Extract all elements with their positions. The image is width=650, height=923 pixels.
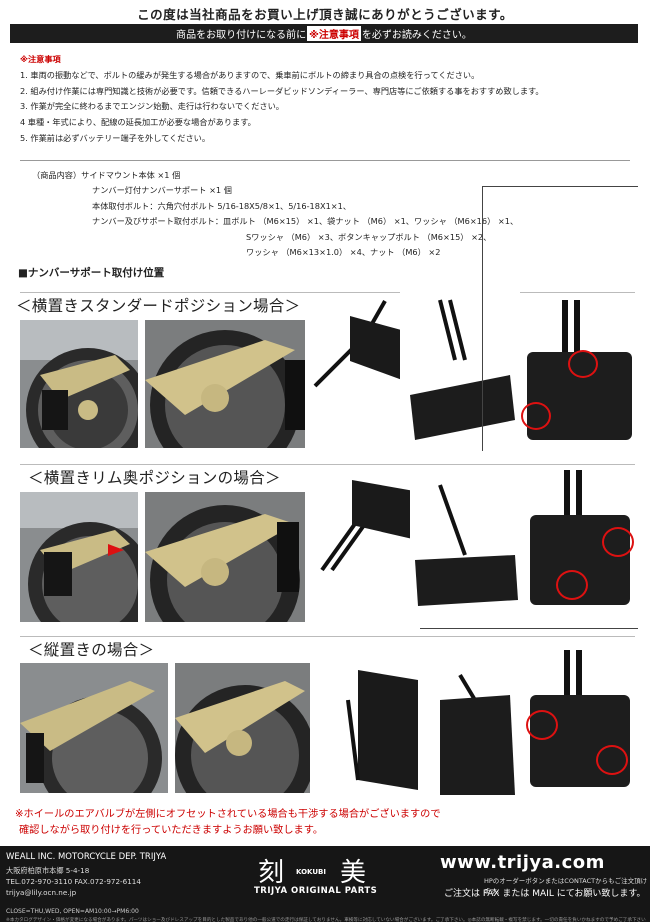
- caution-item: 3. 作業が完全に終わるまでエンジン始動、走行は行わないでください。: [20, 101, 284, 112]
- caution-block: ※注意事項 1. 車両の振動などで、ボルトの緩みが発生する場合がありますので、乗…: [20, 52, 635, 147]
- footnote-line: ※ホイールのエアバルブが左側にオフセットされている場合も干渉する場合がございます…: [15, 809, 441, 820]
- bike-photo-wide: [20, 492, 138, 622]
- contents-line: （商品内容）サイドマウント本体 ×1 個: [32, 170, 181, 180]
- logo-subtitle: TRIJYA ORIGINAL PARTS: [254, 886, 378, 896]
- highlight-circle: [568, 350, 598, 378]
- product-photo-plate: [410, 480, 520, 610]
- footer: WEALL INC. MOTORCYCLE DEP. TRIJYA 大阪府柏原市…: [0, 846, 650, 923]
- product-photo-plate: [430, 670, 525, 800]
- highlight-circle: [596, 745, 628, 775]
- product-photo-frame: [312, 470, 427, 580]
- logo-kokubi: KOKUBI: [296, 868, 326, 876]
- bike-photo-close: [175, 663, 310, 793]
- order-note: ご注文は FAX または MAIL にてお願い致します。: [444, 889, 646, 899]
- bike-photo-wide: [20, 320, 138, 448]
- highlight-circle: [521, 402, 551, 430]
- section-rule: [20, 292, 635, 293]
- website-link[interactable]: www.trijya.com: [440, 852, 605, 873]
- notice-bar: 商品をお取り付けになる前に ※注意事項 を必ずお読みください。: [10, 24, 638, 43]
- frame-line: [482, 186, 483, 451]
- caution-item: 1. 車両の振動などで、ボルトの緩みが発生する場合がありますので、乗車前にボルト…: [20, 69, 480, 80]
- frame-line: [482, 186, 638, 187]
- package-contents: （商品内容）サイドマウント本体 ×1 個 ナンバー灯付ナンバーサポート ×1 個…: [22, 168, 642, 260]
- footer-email: trijya@lily.ocn.ne.jp: [6, 888, 77, 897]
- section-title: ＜横置きスタンダードポジション場合＞: [16, 294, 305, 316]
- footer-company: WEALL INC. MOTORCYCLE DEP. TRIJYA: [6, 852, 167, 862]
- caution-item: 4 車種・年式により、配線の延長加工が必要な場合があります。: [20, 117, 256, 128]
- footer-hours: CLOSE=THU,WED, OPEN=AM10:00→PM6:00: [6, 908, 139, 915]
- section-heading: ■ナンバーサポート取付け位置: [18, 267, 165, 279]
- contents-line: 本体取付ボルト：六角穴付ボルト 5/16-18X5/8×1、5/16-18X1×…: [92, 200, 352, 211]
- bike-photo-wide: [20, 663, 168, 793]
- contents-line: Sワッシャ （M6） ×3、ボタンキャップボルト （M6×15） ×2、: [246, 231, 492, 242]
- section-rule: [20, 464, 635, 465]
- highlight-circle: [556, 570, 588, 600]
- logo-kanji: 美: [340, 858, 367, 888]
- contents-line: ナンバー及びサポート取付ボルト：皿ボルト （M6×15） ×1、袋ナット （M6…: [92, 216, 519, 227]
- bike-photo-close: [145, 320, 305, 448]
- caution-item: 2. 組み付け作業には専門知識と技術が必要です。信頼できるハーレーダビッドソンデ…: [20, 85, 544, 96]
- product-photo-frame: [310, 296, 410, 406]
- product-photo-plate: [400, 290, 520, 450]
- footnote: ※ホイールのエアバルブが左側にオフセットされている場合も干渉する場合がございます…: [15, 807, 615, 839]
- contents-line: ワッシャ （M6×13×1.0） ×4、ナット （M6） ×2: [246, 247, 441, 258]
- bike-photo-close: [145, 492, 305, 622]
- caution-item: 5. 作業前は必ずバッテリー端子を外してください。: [20, 132, 211, 143]
- page-title: この度は当社商品をお買い上げ頂き誠にありがとうございます。: [137, 7, 513, 22]
- divider: [20, 160, 630, 161]
- footer-address: 大阪府柏原市本郷 5-4-18: [6, 866, 90, 875]
- copyright: ※本カタログデザイン・価格が変更になる場合があります。パーツはショー及びドレスア…: [6, 918, 646, 923]
- section-rule: [20, 636, 635, 637]
- contents-line: ナンバー灯付ナンバーサポート ×1 個: [92, 185, 232, 196]
- caution-heading: ※注意事項: [20, 54, 61, 64]
- notice-text-pre: 商品をお取り付けになる前に: [176, 30, 307, 41]
- hp-note: HPのオーダーボタンまたはCONTACTからもご注文頂けます。: [484, 877, 648, 895]
- frame-line: [420, 628, 638, 629]
- section-title: ＜縦置きの場合＞: [28, 638, 159, 660]
- footer-tel: TEL.072-970-3110 FAX.072-972-6114: [6, 877, 141, 886]
- footer-contact: 大阪府柏原市本郷 5-4-18 TEL.072-970-3110 FAX.072…: [6, 865, 141, 898]
- footnote-line: 確認しながら取り付けを行っていただきますようお願い致します。: [19, 825, 324, 836]
- product-photo-frame: [318, 660, 428, 800]
- notice-highlight: ※注意事項: [307, 26, 361, 41]
- notice-text-post: を必ずお読みください。: [361, 30, 472, 41]
- logo-kanji: 刻: [258, 858, 285, 888]
- section-title: ＜横置きリム奥ポジションの場合＞: [28, 466, 285, 488]
- highlight-circle: [526, 710, 558, 740]
- highlight-circle: [602, 527, 634, 557]
